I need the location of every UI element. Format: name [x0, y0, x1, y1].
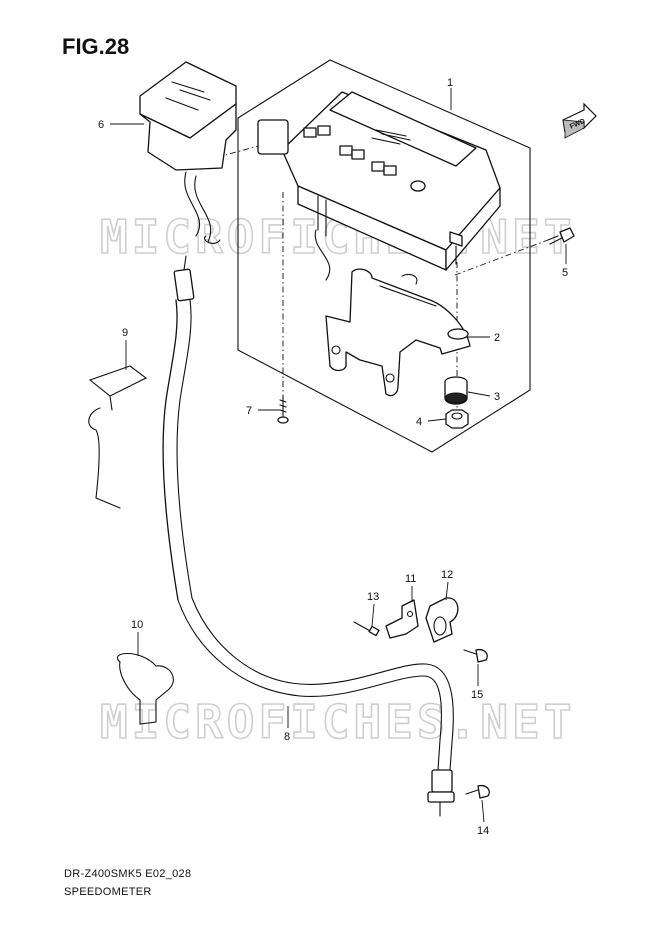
nut-icon [445, 409, 469, 429]
callout-9: 9 [122, 327, 128, 339]
fwd-arrow-icon: FWD [562, 102, 597, 139]
callout-14: 14 [477, 825, 489, 837]
watermark-bottom: MICROFICHES.NET [100, 695, 575, 749]
leader-12 [445, 581, 449, 601]
callout-12: 12 [441, 569, 453, 581]
callout-10: 10 [131, 619, 143, 631]
leader-14 [481, 799, 485, 823]
callout-8: 8 [284, 731, 290, 743]
rubber-cushion-icon [444, 376, 468, 405]
centerline-bolt [454, 239, 549, 276]
figure-code: DR-Z400SMK5 E02_028 [64, 868, 192, 880]
callout-15: 15 [471, 689, 483, 701]
figure-name: SPEEDOMETER [64, 886, 152, 898]
bolt-icon [547, 227, 575, 245]
leader-4 [427, 418, 447, 422]
callout-1: 1 [447, 77, 453, 89]
speedometer-cable-icon [162, 255, 455, 817]
clamp-bracket-icon [385, 599, 419, 639]
screw-icon [277, 395, 289, 424]
callout-4: 4 [416, 416, 422, 428]
callout-13: 13 [367, 591, 379, 603]
screw-14-icon [465, 784, 490, 799]
leader-13 [371, 603, 375, 627]
bracket-spacer-icon [325, 268, 471, 397]
wire-clamp-icon [88, 365, 148, 509]
rivet-icon [353, 621, 380, 637]
callout-7: 7 [246, 405, 252, 417]
leader-3 [467, 391, 491, 397]
figure-title: FIG.28 [62, 34, 130, 59]
assembly-box [237, 59, 531, 453]
callout-2: 2 [494, 332, 500, 344]
callout-11: 11 [405, 573, 416, 585]
callout-3: 3 [494, 391, 500, 403]
cable-clamp-icon [425, 597, 459, 643]
speedometer-assembly-icon [257, 91, 501, 281]
screw-15-icon [463, 648, 488, 663]
callout-6: 6 [98, 119, 104, 131]
connector-cover-icon [139, 61, 237, 244]
wire-clamp-2-icon [116, 653, 174, 725]
callout-5: 5 [562, 267, 568, 279]
